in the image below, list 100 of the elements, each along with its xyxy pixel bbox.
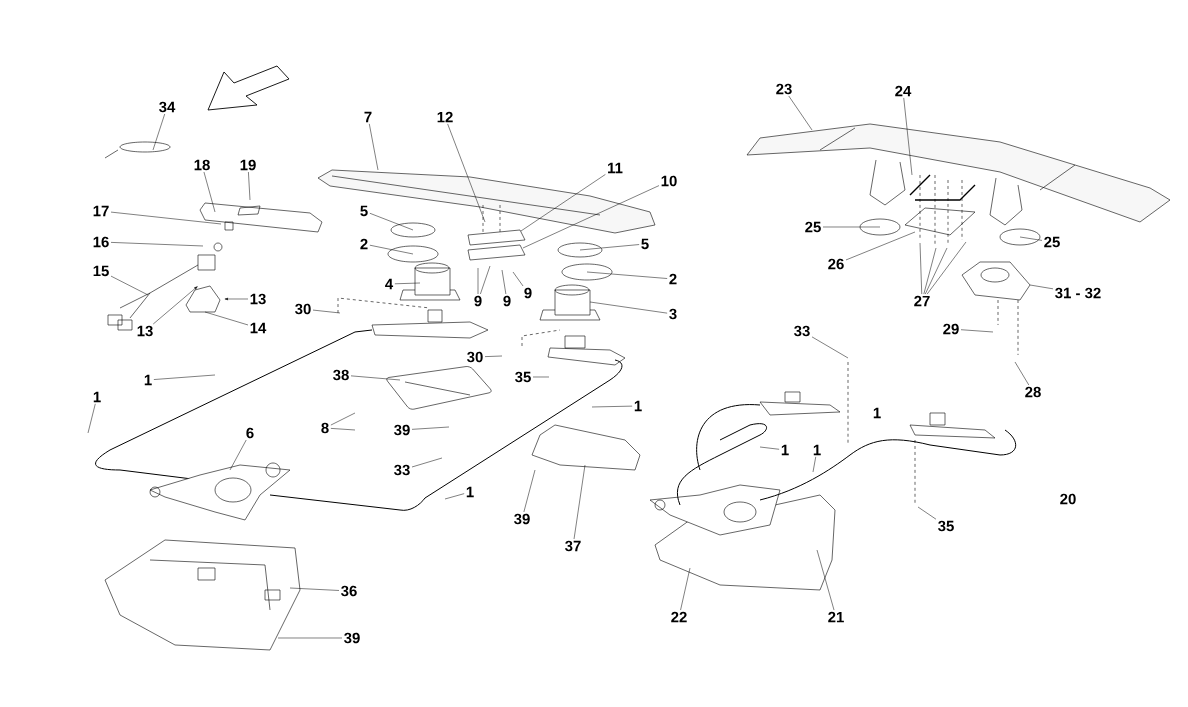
leader-line	[289, 587, 340, 591]
callout-number: 9	[474, 295, 482, 307]
callout-number: 25	[805, 221, 821, 233]
leader-line	[532, 376, 550, 378]
leader-line	[903, 97, 913, 176]
leader-line	[822, 226, 881, 228]
leader-line	[788, 95, 813, 131]
leader-line	[369, 123, 379, 171]
callout-number: 13	[250, 293, 266, 305]
callout-number: 27	[914, 295, 930, 307]
callout-number: 26	[828, 258, 844, 270]
callout-number: 11	[608, 162, 623, 174]
callout-number: 33	[794, 325, 810, 337]
leader-line	[369, 213, 414, 231]
callout-number: 9	[524, 287, 532, 299]
callout-number: 3	[669, 308, 677, 320]
leader-line	[369, 244, 414, 255]
leader-line	[520, 174, 606, 232]
leader-line	[917, 506, 937, 520]
callout-number: 1	[873, 407, 881, 419]
callout-number: 10	[661, 175, 677, 187]
leader-line	[484, 355, 503, 357]
callout-number: 21	[828, 611, 844, 623]
leader-line	[586, 271, 668, 279]
callout-number: 31 - 32	[1055, 287, 1101, 299]
leader-line	[501, 269, 507, 295]
leader-line	[680, 567, 691, 611]
callout-number: 23	[776, 83, 792, 95]
callout-number: 30	[295, 303, 311, 315]
callout-number: 16	[93, 236, 109, 248]
leader-line	[477, 267, 479, 295]
callout-number: 35	[938, 520, 954, 532]
callout-number: 12	[437, 111, 453, 123]
leader-line	[153, 286, 198, 325]
callout-number: 38	[333, 369, 349, 381]
callout-number: 28	[1025, 386, 1041, 398]
callout-number: 1	[813, 444, 821, 456]
leader-line	[591, 405, 633, 408]
leader-line	[759, 446, 780, 450]
leader-line	[110, 275, 149, 296]
leader-line	[203, 171, 216, 213]
leader-line	[229, 439, 247, 471]
callout-number: 18	[194, 159, 210, 171]
callout-number: 36	[341, 585, 357, 597]
callout-number: 14	[250, 322, 267, 334]
callout-number: 5	[641, 238, 649, 250]
callout-number: 5	[360, 205, 368, 217]
leader-line	[411, 457, 443, 468]
callout-number: 2	[669, 273, 677, 285]
callout-number: 39	[344, 632, 360, 644]
callout-number: 17	[93, 205, 109, 217]
leader-line	[394, 282, 421, 285]
callout-number: 8	[321, 422, 329, 434]
leader-line	[845, 231, 916, 261]
leader-line	[110, 211, 222, 225]
leader-line	[110, 242, 204, 247]
leader-line	[522, 185, 660, 249]
leader-line	[812, 456, 816, 473]
callout-number: 37	[565, 540, 581, 552]
callout-number: 29	[943, 323, 959, 335]
leader-line	[277, 637, 343, 639]
leader-line	[512, 271, 524, 287]
leader-line	[1014, 361, 1030, 386]
callout-number: 22	[671, 611, 687, 623]
callout-number: 20	[1060, 493, 1076, 505]
callout-number: 1	[634, 400, 642, 412]
leader-line	[573, 464, 586, 540]
leader-line	[248, 171, 251, 201]
leader-line	[330, 412, 356, 426]
leader-line	[312, 309, 341, 314]
callout-number: 33	[394, 464, 410, 476]
callout-number: 9	[503, 295, 511, 307]
leader-line	[811, 336, 849, 359]
callout-number: 6	[246, 427, 254, 439]
callout-number: 15	[93, 265, 109, 277]
leader-line	[411, 426, 450, 430]
callout-number: 1	[144, 374, 152, 386]
callout-number: 39	[394, 424, 410, 436]
leader-line	[926, 241, 967, 295]
leader-line	[87, 403, 96, 434]
callout-number: 1	[466, 486, 474, 498]
callout-number: 25	[1044, 236, 1060, 248]
leader-line	[579, 244, 640, 251]
callout-number: 13	[137, 325, 153, 337]
leader-line	[1019, 236, 1043, 241]
leader-line	[480, 265, 491, 295]
callout-number: 30	[467, 351, 483, 363]
callout-number: 7	[364, 111, 372, 123]
leader-line	[816, 549, 835, 611]
callout-number: 1	[93, 391, 101, 403]
leader-line	[224, 297, 249, 301]
leader-line	[330, 428, 356, 431]
leader-line	[1029, 284, 1054, 290]
callout-number: 2	[360, 238, 368, 250]
callout-number: 34	[159, 101, 176, 113]
leader-line	[925, 247, 948, 295]
callout-number: 4	[385, 278, 394, 290]
callout-number: 1	[781, 444, 789, 456]
leader-line	[444, 493, 465, 500]
callout-number: 24	[895, 85, 912, 97]
